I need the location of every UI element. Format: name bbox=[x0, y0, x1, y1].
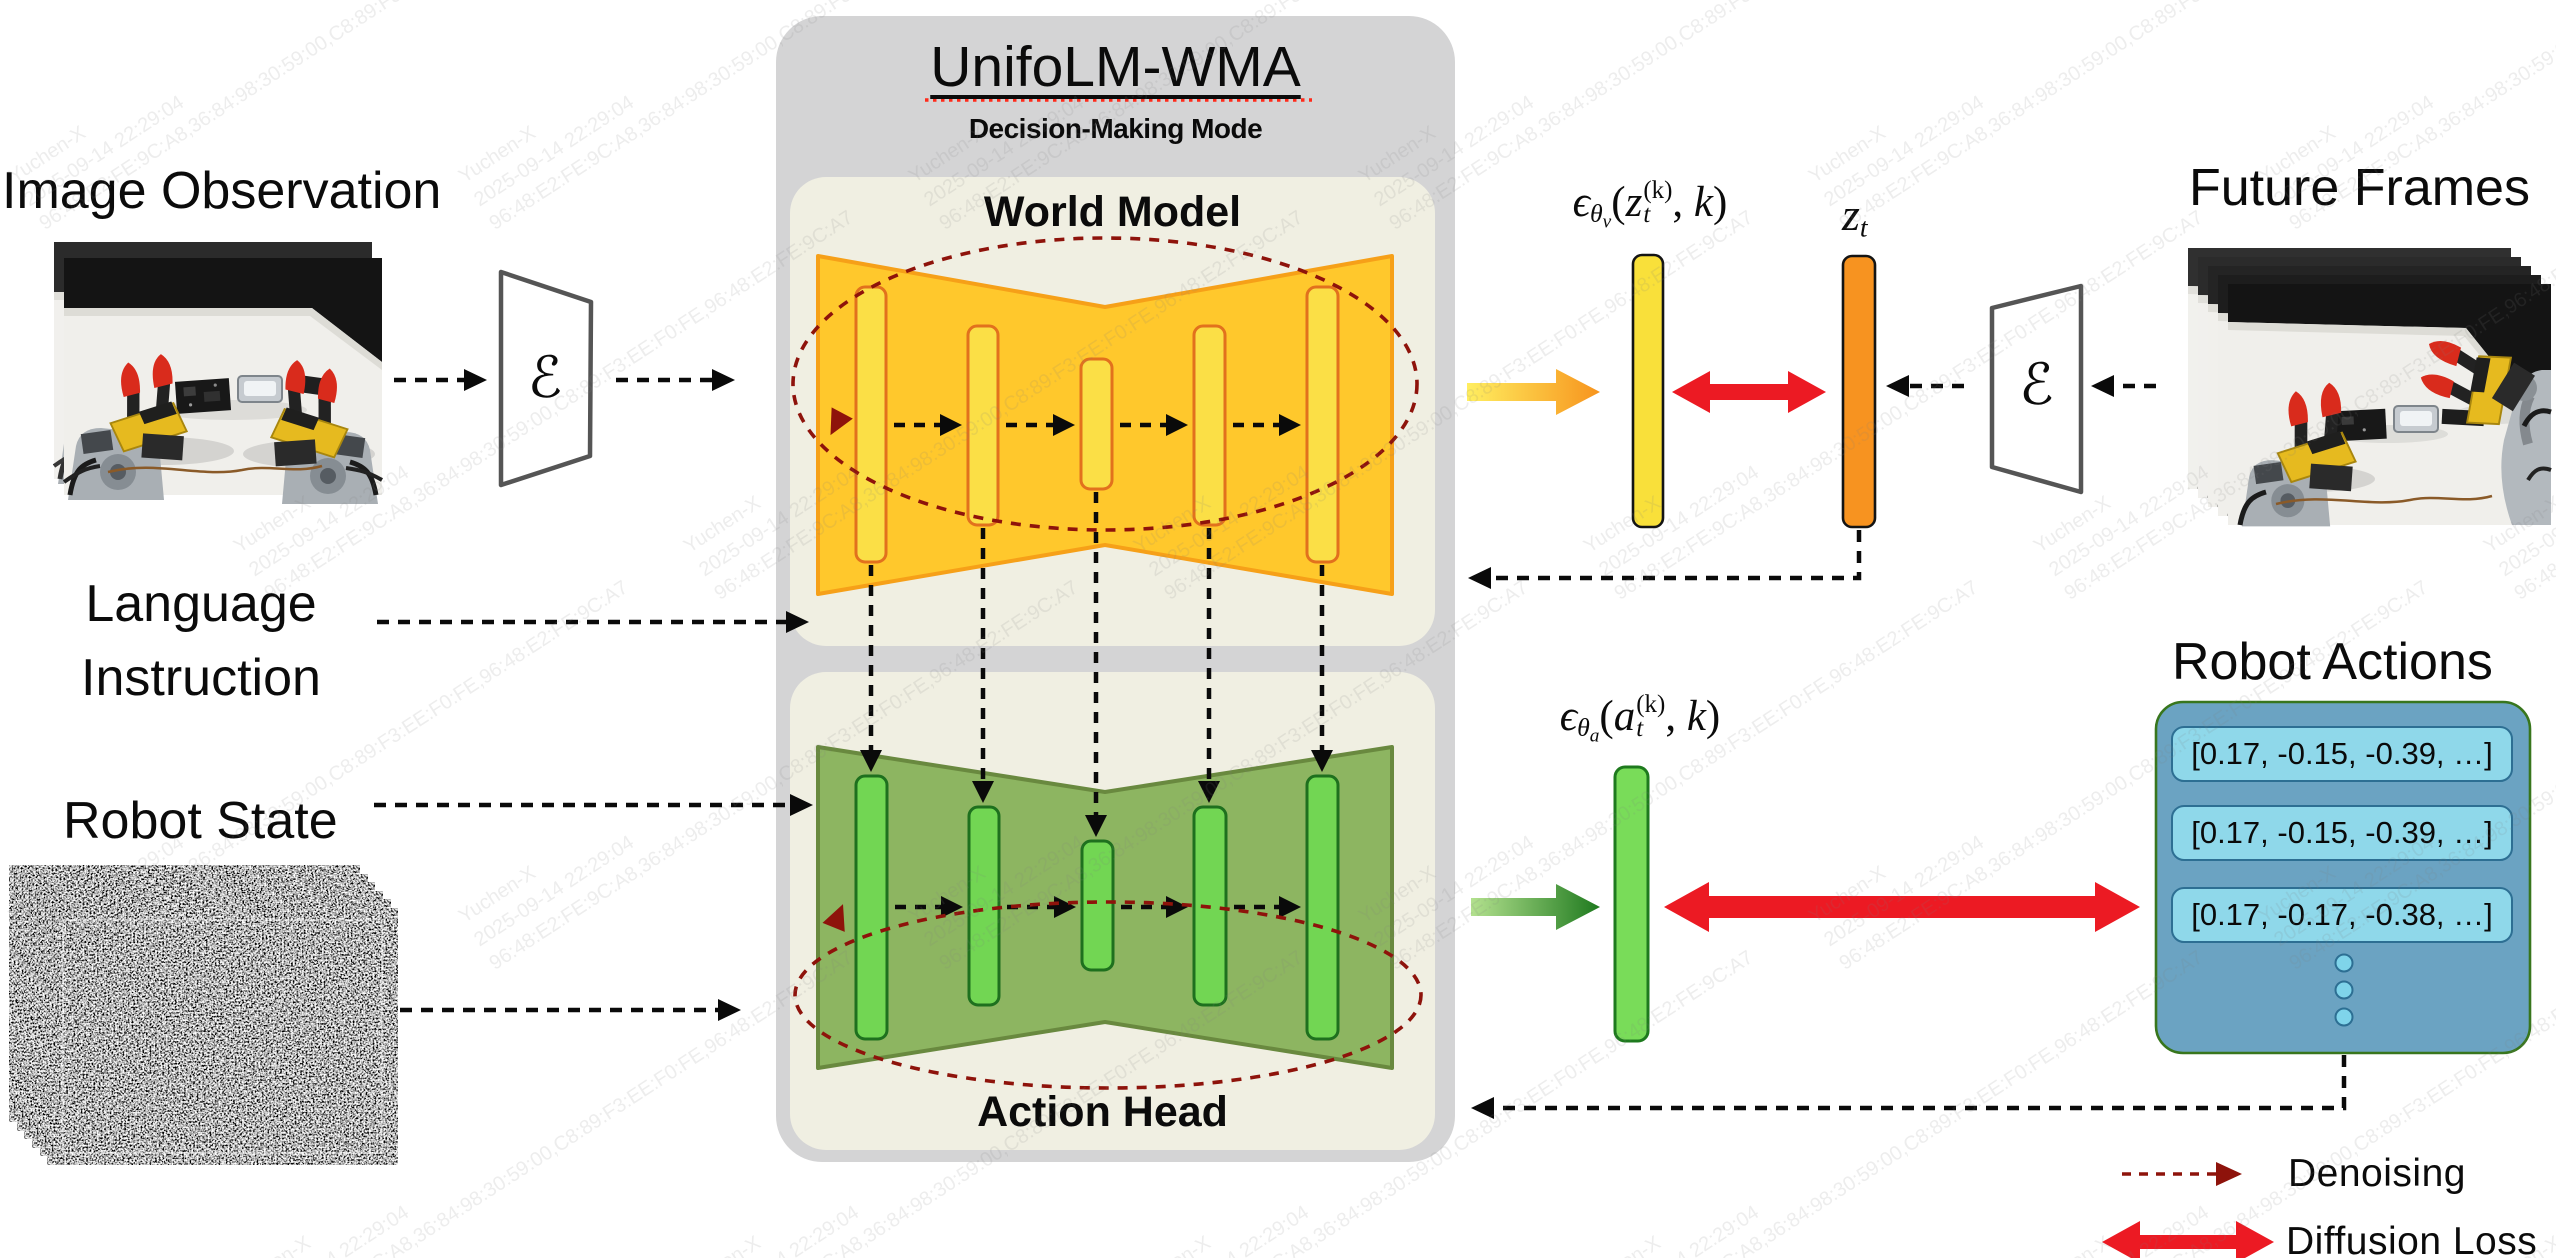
robot-actions-label: Robot Actions bbox=[2172, 633, 2493, 691]
action-vector-text-3: [0.17, -0.17, -0.38, …] bbox=[2191, 897, 2493, 932]
action-head-flow-arrowheads bbox=[941, 896, 1301, 918]
video-noise-math-label: ϵθv(z(k)t, k) bbox=[1572, 176, 1728, 233]
action-noise-math-label: ϵθa(a(k)t, k) bbox=[1559, 690, 1721, 747]
legend-denoising-label: Denoising bbox=[2288, 1152, 2466, 1195]
input-arrowheads bbox=[464, 369, 813, 1021]
world-model-title: World Model bbox=[983, 188, 1242, 236]
legend-diffusion-loss-label: Diffusion Loss bbox=[2286, 1220, 2538, 1258]
encoder-right bbox=[1989, 283, 2084, 495]
latent-bars bbox=[1631, 253, 1877, 529]
predicted-action-noise-bar bbox=[1613, 765, 1650, 1043]
future-encode-arrowheads bbox=[1468, 375, 2114, 589]
world-model-output-arrow bbox=[1467, 369, 1600, 415]
language-instruction-label: Language Instruction bbox=[81, 575, 321, 707]
latent-zt-label: zt bbox=[1842, 189, 1868, 243]
legend-denoising-arrow bbox=[2122, 1162, 2242, 1186]
action-vector-row bbox=[2171, 887, 2513, 943]
future-frames-stack bbox=[2188, 248, 2551, 526]
action-head-unet bbox=[816, 745, 1394, 1070]
encoder-symbol-left: ℰ bbox=[527, 345, 563, 411]
world-model-flow-arrowheads bbox=[940, 414, 1301, 436]
ellipsis-dot bbox=[2334, 953, 2354, 973]
skip-connection-arrows bbox=[868, 492, 1325, 817]
encoder-left bbox=[498, 269, 594, 488]
ellipsis-dot bbox=[2334, 980, 2354, 1000]
action-head-denoising-loop bbox=[793, 900, 1423, 1090]
action-diffusion-loss-arrow bbox=[1664, 882, 2140, 932]
image-observation-photos bbox=[54, 242, 382, 504]
actions-feedback-arrow bbox=[1471, 1055, 2347, 1119]
predicted-noise-bar bbox=[1631, 253, 1665, 529]
robot-actions-box bbox=[2154, 700, 2532, 1055]
world-model-denoising-loop bbox=[791, 236, 1419, 532]
latent-feedback-path bbox=[1490, 530, 1862, 581]
video-diffusion-loss-arrow bbox=[1672, 371, 1826, 413]
latent-zt-bar bbox=[1841, 254, 1877, 529]
encoder-symbol-right: ℰ bbox=[2019, 352, 2054, 418]
panel-header: UnifoLM-WMA bbox=[776, 34, 1455, 100]
ellipsis-dot bbox=[2334, 1007, 2354, 1027]
skip-connection-arrowheads bbox=[860, 750, 1333, 837]
image-observation-label: Image Observation bbox=[2, 162, 442, 220]
mode-subtitle: Decision-Making Mode bbox=[968, 113, 1263, 144]
panel-subtitle-row: Decision-Making Mode bbox=[776, 113, 1455, 145]
action-vector-text-2: [0.17, -0.15, -0.39, …] bbox=[2191, 815, 2493, 850]
action-vector-row bbox=[2171, 805, 2513, 861]
action-head-output-arrow bbox=[1471, 884, 1600, 930]
action-vector-row bbox=[2171, 726, 2513, 782]
future-encode-arrows bbox=[1490, 383, 2156, 581]
input-arrows bbox=[374, 377, 794, 1013]
main-title: UnifoLM-WMA bbox=[930, 35, 1301, 99]
robot-state-label: Robot State bbox=[63, 792, 338, 850]
action-vector-text-1: [0.17, -0.15, -0.39, …] bbox=[2191, 736, 2493, 771]
future-frames-label: Future Frames bbox=[2189, 159, 2530, 217]
legend-diffusion-loss-arrow bbox=[2102, 1221, 2274, 1258]
robot-state-noise-stack bbox=[25, 877, 382, 1153]
action-head-title: Action Head bbox=[977, 1088, 1228, 1136]
